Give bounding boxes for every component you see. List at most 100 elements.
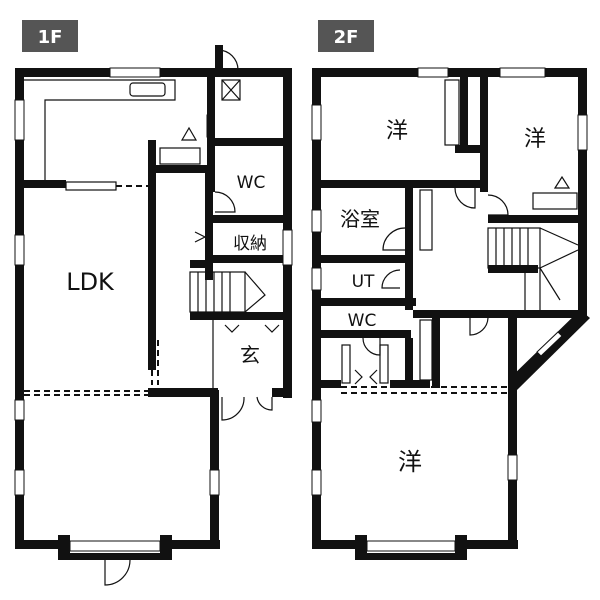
- door-2f-arrows: [354, 369, 378, 385]
- fridge-icon: [159, 147, 201, 165]
- window-1f-top: [109, 67, 161, 78]
- window-2f-left-3: [311, 267, 322, 291]
- wall-1f-bottom-right: [165, 540, 220, 549]
- window-1f-left-3: [14, 399, 25, 421]
- room-label-bathroom: 浴室: [340, 207, 380, 231]
- bay-1f-right: [160, 535, 172, 555]
- closet-2f-c: [419, 189, 433, 251]
- window-2f-diagonal: [536, 331, 563, 357]
- room-label-western-nw: 洋: [386, 119, 408, 144]
- wall-1f-int-e: [213, 215, 283, 223]
- arrow-icon-1: [180, 126, 198, 141]
- door-1f-entrance-arrows: [224, 324, 280, 333]
- door-1f-wc: [214, 191, 236, 213]
- window-2f-left-4: [311, 399, 322, 423]
- kitchen-counter: [24, 79, 176, 182]
- window-1f-left-4: [14, 469, 25, 496]
- closet-2f-d: [419, 319, 433, 381]
- wall-2f-int-h: [432, 312, 440, 388]
- room-label-ldk: LDK: [66, 268, 115, 296]
- room-label-storage: 収納: [233, 234, 267, 254]
- room-label-western-ne: 洋: [524, 127, 546, 152]
- wall-1f-int-c: [156, 165, 208, 173]
- wall-1f-int-h: [190, 312, 283, 320]
- window-2f-right-lower: [507, 454, 518, 481]
- window-1f-left-1: [14, 99, 25, 141]
- wall-2f-bottom-left: [312, 540, 362, 549]
- door-2f-c: [469, 317, 489, 336]
- wall-1f-entry-right: [272, 388, 292, 397]
- arrow-icon-2: [553, 175, 571, 189]
- stairs-2f: [487, 227, 579, 310]
- door-2f-bath: [382, 227, 406, 251]
- bay-2f-right: [455, 535, 467, 555]
- wall-2f-right: [578, 68, 587, 313]
- floor-tag-2f-bg: [318, 20, 374, 52]
- bay-2f-bottom: [355, 553, 467, 560]
- wall-1f-int-d: [205, 165, 213, 280]
- bay-1f-window: [69, 540, 161, 552]
- door-1f-entry-b: [256, 396, 273, 411]
- floor-tag-1f-bg: [22, 20, 78, 52]
- wall-1f-int-g: [190, 260, 212, 268]
- kitchen-wall: [24, 180, 66, 188]
- wall-1f-bottom-left: [15, 540, 65, 549]
- wall-2f-bottom-right: [460, 540, 518, 549]
- fixture-2f: [532, 192, 578, 210]
- wall-2f-top: [312, 68, 587, 77]
- closet-2f-e: [444, 79, 460, 146]
- door-2f-ut: [381, 269, 401, 289]
- wall-1f-int-f: [205, 255, 283, 263]
- closet-2f-b: [379, 344, 389, 384]
- door-1f-bottom: [104, 559, 131, 586]
- bay-2f-left: [355, 535, 367, 555]
- floor-2f: 2F: [311, 20, 590, 560]
- floor-1f: 1F: [14, 20, 293, 586]
- wall-2f-bath-top: [321, 180, 421, 188]
- kitchen-sink-icon: [129, 82, 166, 97]
- door-1f-top-jamb: [215, 45, 223, 70]
- bay-1f-bottom: [58, 553, 172, 560]
- room-label-entrance: 玄: [240, 343, 260, 367]
- vent-icon: [221, 79, 241, 101]
- floor-tag-2f: 2F: [334, 27, 359, 48]
- window-1f-left-2: [14, 234, 25, 266]
- window-2f-top-2: [499, 67, 546, 78]
- wall-2f-diagonal: [508, 310, 590, 390]
- wall-2f-bath-right: [405, 180, 413, 310]
- stairs-1f: [189, 271, 266, 313]
- window-2f-left-2: [311, 209, 322, 233]
- bay-2f-window: [366, 540, 456, 552]
- wall-2f-closet-wall: [460, 77, 468, 152]
- window-2f-left-1: [311, 104, 322, 141]
- wall-2f-bath-bottom: [321, 255, 411, 263]
- door-1f-storage: [194, 231, 207, 243]
- room-label-wc-2f: WC: [348, 311, 377, 331]
- window-2f-left-5: [311, 469, 322, 496]
- door-2f-b: [487, 194, 509, 216]
- wall-1f-int-a: [207, 77, 215, 192]
- floor-tag-1f: 1F: [38, 27, 63, 48]
- door-2f-wc: [362, 337, 381, 356]
- wall-1f-mid: [148, 388, 218, 397]
- door-1f-entry-a: [221, 396, 245, 421]
- wall-2f-wc-bottom: [321, 330, 411, 338]
- wall-2f-step: [500, 310, 587, 318]
- room-label-wc-1f: WC: [237, 173, 266, 193]
- wall-2f-int-b: [455, 145, 488, 153]
- kitchen-counter-2: [65, 181, 117, 191]
- door-2f-a: [454, 187, 476, 209]
- window-1f-right-lower: [209, 469, 220, 496]
- wall-2f-int-c: [413, 180, 488, 188]
- room-label-utility: UT: [352, 272, 375, 292]
- room-label-western-s: 洋: [398, 448, 422, 476]
- wall-2f-int-a: [480, 77, 488, 192]
- wall-1f-int-b: [215, 138, 283, 146]
- wall-1f-left: [15, 68, 24, 548]
- wall-2f-int-e: [413, 310, 503, 318]
- window-2f-right: [577, 114, 588, 151]
- wall-2f-int-i: [405, 338, 413, 388]
- window-1f-right: [282, 229, 293, 266]
- window-2f-top-1: [417, 67, 449, 78]
